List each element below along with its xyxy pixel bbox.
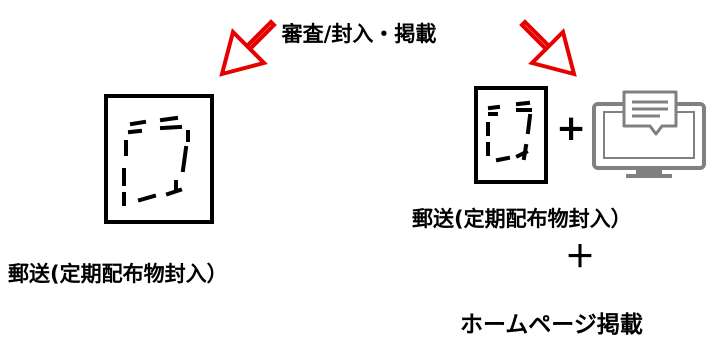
document-icon: [104, 94, 214, 224]
website-caption: ホームページ掲載: [460, 312, 643, 338]
left-mail-caption: 郵送(定期配布物封入）: [8, 262, 228, 286]
plus-sign: +: [556, 108, 587, 149]
right-mail-caption: 郵送(定期配布物封入）: [412, 207, 632, 231]
down-right-arrow-icon: [519, 19, 577, 77]
plus-caption: ＋: [565, 240, 595, 275]
review-label: 審査/封入・掲載: [281, 22, 437, 46]
down-left-arrow-icon: [219, 19, 277, 77]
document-icon: [474, 86, 548, 184]
monitor-icon: [592, 90, 706, 178]
